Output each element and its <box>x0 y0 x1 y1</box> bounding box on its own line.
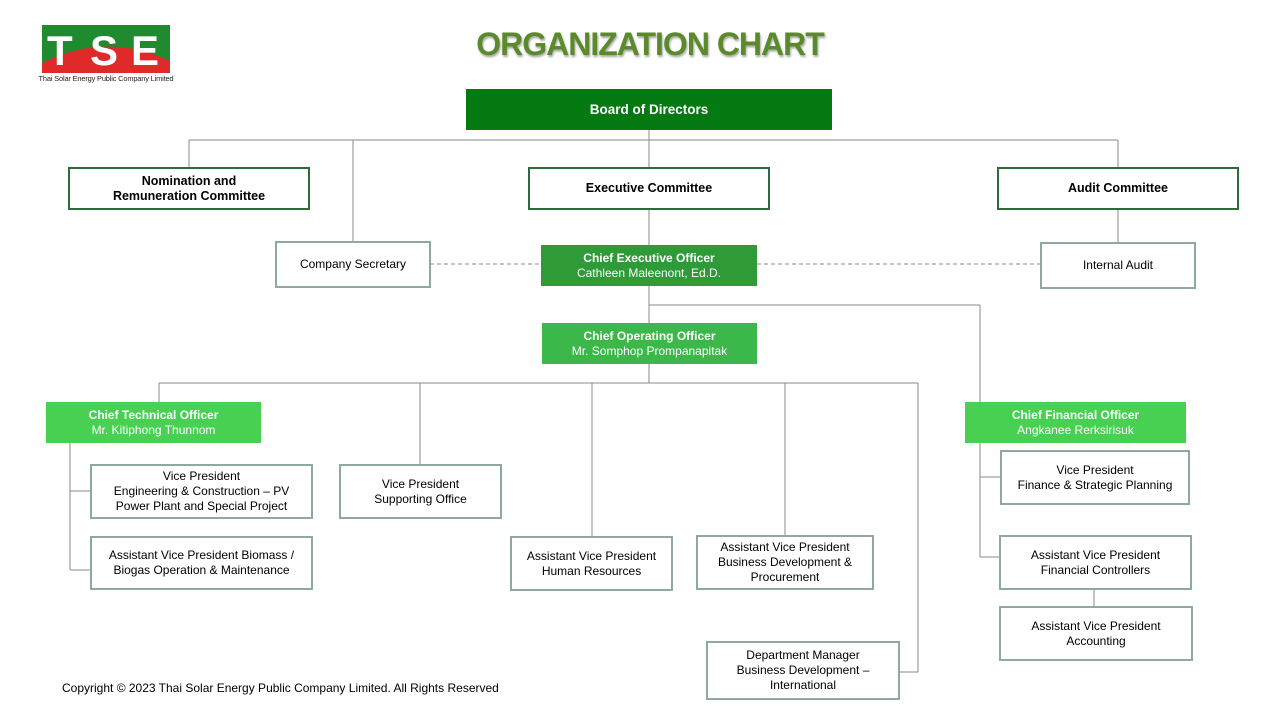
executive-committee-title: Executive Committee <box>585 181 713 195</box>
vp-supporting-line1: Vice President <box>381 476 460 491</box>
avp-fc-line1: Assistant Vice President <box>1030 547 1161 562</box>
cfo-box: Chief Financial Officer Angkanee Rerksir… <box>965 402 1186 443</box>
avp-accounting-box: Assistant Vice President Accounting <box>999 606 1193 661</box>
internal-audit-title: Internal Audit <box>1082 258 1154 272</box>
logo-letter-s: S <box>90 27 118 73</box>
audit-committee-title: Audit Committee <box>1068 181 1168 195</box>
dm-bd-line2: Business Development – <box>736 663 870 677</box>
board-of-directors-box: Board of Directors <box>466 89 832 130</box>
logo-letter-e: E <box>131 27 159 73</box>
logo-tagline: Thai Solar Energy Public Company Limited <box>38 74 174 83</box>
company-secretary-box: Company Secretary <box>275 241 431 288</box>
coo-name: Mr. Somphop Prompanapitak <box>571 343 728 358</box>
cto-title: Chief Technical Officer <box>88 407 219 422</box>
avp-bd-line1: Assistant Vice President <box>720 540 850 554</box>
avp-hr-line1: Assistant Vice President <box>526 548 657 563</box>
dm-bd-international-box: Department Manager Business Development … <box>706 641 900 700</box>
avp-acc-line2: Accounting <box>1066 633 1126 648</box>
ceo-title: Chief Executive Officer <box>583 250 715 265</box>
ceo-name: Cathleen Maleenont, Ed.D. <box>576 265 722 280</box>
avp-biomass-box: Assistant Vice President Biomass / Bioga… <box>90 536 313 590</box>
company-logo: T S E Thai Solar Energy Public Company L… <box>33 25 179 87</box>
cfo-title: Chief Financial Officer <box>1011 407 1140 422</box>
executive-committee-box: Executive Committee <box>528 167 770 210</box>
audit-committee-box: Audit Committee <box>997 167 1239 210</box>
nomination-line2: Remuneration Committee <box>112 188 266 203</box>
avp-acc-line1: Assistant Vice President <box>1031 618 1161 633</box>
board-title: Board of Directors <box>589 102 709 117</box>
vp-engineering-line2: Engineering & Construction – PV <box>113 484 290 498</box>
copyright-notice: Copyright © 2023 Thai Solar Energy Publi… <box>62 681 499 695</box>
dm-bd-line3: International <box>769 678 837 692</box>
avp-bd-line2: Business Development & <box>717 555 853 569</box>
company-secretary-title: Company Secretary <box>299 257 407 271</box>
cto-name: Mr. Kitiphong Thunnom <box>91 422 216 437</box>
nomination-line1: Nomination and <box>141 173 237 188</box>
vp-engineering-box: Vice President Engineering & Constructio… <box>90 464 313 519</box>
avp-financial-controllers-box: Assistant Vice President Financial Contr… <box>999 535 1192 590</box>
avp-biomass-line1: Assistant Vice President Biomass / <box>108 548 295 562</box>
avp-biomass-line2: Biogas Operation & Maintenance <box>113 563 290 577</box>
avp-hr-box: Assistant Vice President Human Resources <box>510 536 673 591</box>
nomination-committee-box: Nomination and Remuneration Committee <box>68 167 310 210</box>
avp-fc-line2: Financial Controllers <box>1040 562 1151 577</box>
coo-box: Chief Operating Officer Mr. Somphop Prom… <box>542 323 757 364</box>
vp-engineering-line1: Vice President <box>162 469 241 483</box>
logo-letter-t: T <box>47 27 73 73</box>
avp-hr-line2: Human Resources <box>541 563 642 578</box>
coo-title: Chief Operating Officer <box>583 328 716 343</box>
vp-engineering-line3: Power Plant and Special Project <box>115 499 288 513</box>
dm-bd-line1: Department Manager <box>746 648 860 662</box>
page-title: ORGANIZATION CHART <box>476 26 825 62</box>
cto-box: Chief Technical Officer Mr. Kitiphong Th… <box>46 402 261 443</box>
vp-finance-box: Vice President Finance & Strategic Plann… <box>1000 450 1190 505</box>
internal-audit-box: Internal Audit <box>1040 242 1196 289</box>
vp-supporting-line2: Supporting Office <box>374 491 467 506</box>
vp-supporting-box: Vice President Supporting Office <box>339 464 502 519</box>
ceo-box: Chief Executive Officer Cathleen Maleeno… <box>541 245 757 286</box>
vp-finance-line1: Vice President <box>1056 462 1134 477</box>
avp-bd-box: Assistant Vice President Business Develo… <box>696 535 874 590</box>
cfo-name: Angkanee Rerksirisuk <box>1017 422 1134 437</box>
logo-mark: T S E <box>42 25 170 73</box>
vp-finance-line2: Finance & Strategic Planning <box>1017 477 1173 492</box>
avp-bd-line3: Procurement <box>750 570 820 584</box>
